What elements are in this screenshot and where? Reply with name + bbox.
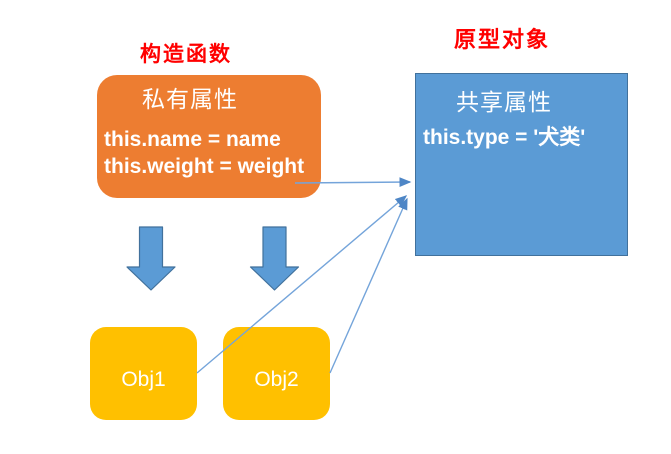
constructor-box-heading: 私有属性 bbox=[142, 86, 238, 112]
constructor-box bbox=[97, 75, 321, 198]
prototype-box bbox=[415, 73, 628, 256]
object-box-obj2: Obj2 bbox=[223, 327, 330, 420]
prototype-box-heading: 共享属性 bbox=[456, 89, 552, 115]
prototype-title: 原型对象 bbox=[454, 27, 551, 52]
object-box-obj1: Obj1 bbox=[90, 327, 197, 420]
instantiation-down-arrow-icon bbox=[126, 226, 176, 291]
constructor-code-block: this.name = name this.weight = weight bbox=[104, 126, 304, 180]
object-label: Obj2 bbox=[254, 367, 299, 391]
object-label: Obj1 bbox=[121, 367, 166, 391]
instantiation-down-arrow-icon bbox=[249, 226, 300, 291]
constructor-title: 构造函数 bbox=[140, 43, 232, 66]
obj2-to-prototype-arrow bbox=[329, 197, 408, 374]
prototype-code-line: this.type = '犬类' bbox=[423, 126, 586, 149]
constructor-code-line: this.name = name bbox=[104, 128, 281, 151]
constructor-code-line: this.weight = weight bbox=[104, 155, 305, 178]
